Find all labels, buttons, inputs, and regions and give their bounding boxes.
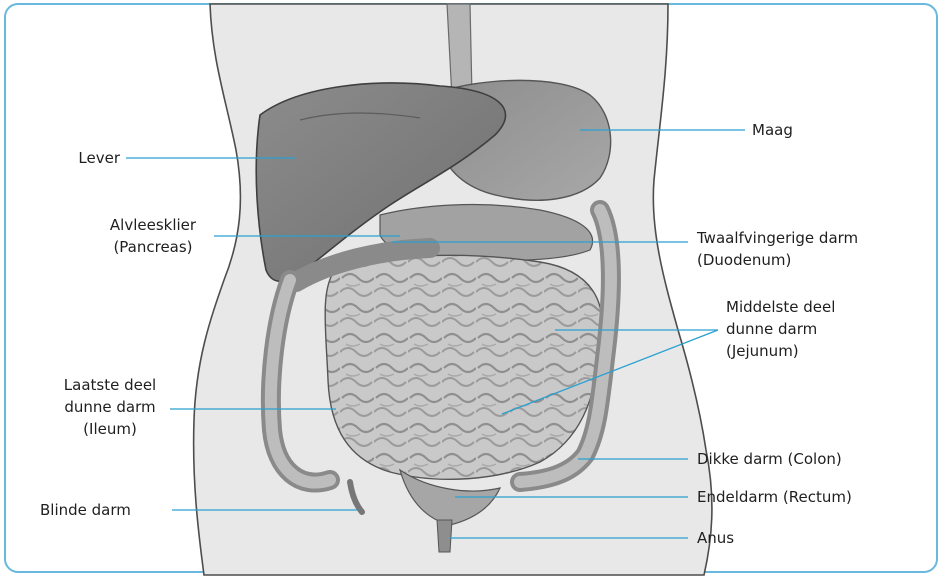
label-middelste: Middelste deel dunne darm (Jejunum) [726,296,835,362]
label-lever: Lever [40,147,120,169]
small-intestine [325,255,602,479]
label-laatste: Laatste deel dunne darm (Ileum) [56,374,164,440]
label-anus: Anus [697,527,734,549]
label-alvleesklier: Alvleesklier (Pancreas) [100,214,206,258]
esophagus [447,4,472,98]
label-dikke: Dikke darm (Colon) [697,448,842,470]
anus-tube [437,520,452,552]
label-twaalfvingerige: Twaalfvingerige darm (Duodenum) [697,227,858,271]
label-blinde: Blinde darm [40,499,131,521]
label-maag: Maag [752,119,793,141]
label-endeldarm: Endeldarm (Rectum) [697,486,852,508]
